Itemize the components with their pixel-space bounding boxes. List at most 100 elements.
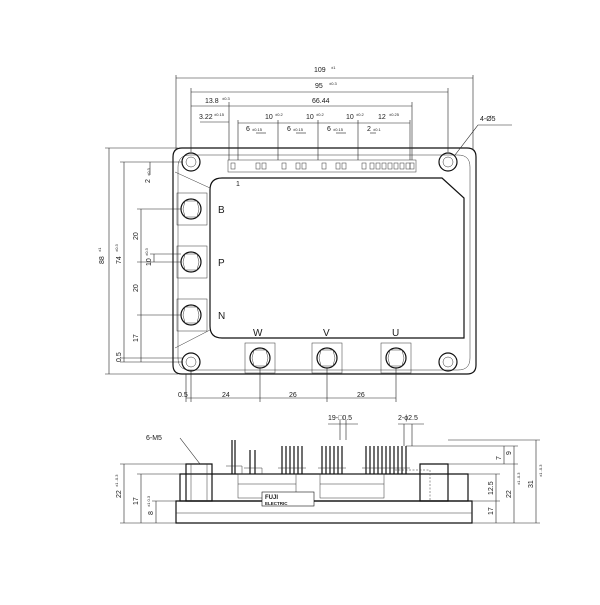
label-screw: 6-M5: [146, 435, 162, 442]
dim-lines-bottom: [185, 368, 397, 402]
dim-pin-pitch-4-tol: ±0.1: [373, 127, 382, 132]
terminal-p: [176, 245, 208, 279]
dim-edge-offset-tol: ±0.3: [146, 167, 151, 176]
dim-side-right-22: 22: [506, 490, 513, 498]
dim-term-bottom: 17: [133, 334, 140, 342]
dim-lines-side-left: [120, 463, 186, 524]
dim-pin-pitch-1-tol: ±0.15: [252, 127, 263, 132]
lid-outline: [209, 177, 465, 339]
label-mount-holes: 4-Ø5: [480, 116, 496, 123]
dim-group-pitch-2: 10: [306, 114, 314, 121]
dim-side-right-31: 31: [528, 480, 535, 488]
dim-overall-height: 88: [99, 256, 106, 264]
dim-lines-top: [175, 75, 474, 160]
dim-hole-vpitch: 74: [116, 256, 123, 264]
svg-text:FUJI: FUJI: [265, 495, 278, 501]
dim-group-pitch-4-tol: ±0.25: [389, 112, 400, 117]
dim-term-pitch-1: 20: [133, 232, 140, 240]
dim-pin-pitch-3-tol: ±0.15: [333, 127, 344, 132]
dim-pin-start-tol: ±0.15: [214, 112, 225, 117]
top-view: 1 B P N: [97, 65, 512, 402]
dim-overall-width-tol: ±1: [331, 65, 336, 70]
dim-lines-side-right: [406, 439, 540, 524]
terminal-label-p: P: [218, 258, 225, 269]
side-housings: [237, 473, 385, 499]
side-pin-shoulders: [226, 465, 410, 474]
lid-notch-top: [174, 171, 211, 349]
pin1-label: 1: [236, 181, 240, 188]
dim-group-pitch-1: 10: [265, 114, 273, 121]
dim-side-left-height-tol: ±1 -0.3: [114, 474, 119, 487]
side-nut-block-left: [185, 463, 213, 502]
module-inner-outline: [177, 154, 471, 371]
dim-side-small: 8: [148, 511, 155, 515]
dim-base-offset: 0.5: [116, 352, 123, 362]
leader-pin-count: [328, 420, 358, 440]
mount-hole-tr: [438, 152, 458, 172]
dim-pin-pitch-4: 2: [367, 126, 371, 133]
terminal-b: [176, 192, 208, 226]
leader-pin-dia: [398, 423, 424, 446]
dim-hole-pitch: 95: [315, 83, 323, 90]
label-pin-count: 19-□0.5: [328, 415, 352, 422]
dim-pin-pitch-3: 6: [327, 126, 331, 133]
dim-group-pitch-3: 10: [346, 114, 354, 121]
dim-h-pitch-3: 26: [357, 392, 365, 399]
dim-side-small-tol: ±1 0.3: [146, 495, 151, 507]
dim-side-right-7: 7: [496, 456, 503, 460]
dim-side-right-17: 17: [488, 507, 495, 515]
terminal-label-b: B: [218, 205, 225, 216]
dim-h-pitch-1: 24: [222, 392, 230, 399]
dim-overall-width: 109: [314, 67, 326, 74]
dim-pin-offset: 13.8: [205, 98, 219, 105]
dim-pin-pitch-2: 6: [287, 126, 291, 133]
module-outline: [172, 147, 477, 375]
mount-hole-br: [438, 352, 458, 372]
dim-hole-vpitch-tol: ±0.3: [114, 243, 119, 252]
side-view: FUJI ELECTRIC 19-□0.5 2-ϕ2.5 6-M5 22 ±1 …: [114, 415, 543, 524]
terminal-label-w: W: [253, 328, 263, 339]
label-pin-dia: 2-ϕ2.5: [398, 415, 418, 422]
dim-group-pitch-3-tol: ±0.2: [356, 112, 365, 117]
side-case: [179, 473, 469, 502]
dim-pin-pitch-2-tol: ±0.15: [293, 127, 304, 132]
dim-group-pitch-4: 12: [378, 114, 386, 121]
side-nut-lines-left: [190, 464, 208, 501]
side-nut-block-right: [419, 463, 449, 502]
dim-h-pitch-2: 26: [289, 392, 297, 399]
dim-side-right-22-tol: ±1 -0.3: [516, 472, 521, 485]
terminal-label-v: V: [323, 328, 330, 339]
dim-hole-pitch-tol: ±0.3: [329, 81, 338, 86]
terminal-label-n: N: [218, 311, 225, 322]
dim-side-right-31-tol: ±1 -0.3: [538, 464, 543, 477]
dim-pin-start: 3.22: [199, 114, 213, 121]
dim-term-pitch-2: 20: [133, 284, 140, 292]
dim-term-center-tol: ±0.3: [144, 247, 149, 256]
dim-group-pitch-1-tol: ±0.2: [275, 112, 284, 117]
dim-overall-height-tol: ±1: [97, 247, 102, 252]
dim-pin-offset-tol: ±0.3: [222, 96, 231, 101]
dim-side-right-9: 9: [506, 451, 513, 455]
mount-hole-bl: [181, 352, 201, 372]
dim-edge-offset: 2: [145, 179, 152, 183]
dim-pin-pitch-1: 6: [246, 126, 250, 133]
control-pin-row: [227, 159, 417, 173]
side-hidden-right: [395, 469, 431, 501]
svg-text:ELECTRIC: ELECTRIC: [265, 501, 288, 506]
terminal-label-u: U: [392, 328, 399, 339]
dim-pin-span: 66.44: [312, 98, 330, 105]
side-control-pins: [231, 440, 407, 474]
mount-hole-tl: [181, 152, 201, 172]
fuji-electric-logo: FUJI ELECTRIC: [261, 491, 315, 507]
dim-side-left-height: 22: [116, 490, 123, 498]
dim-lines-left: [105, 147, 183, 375]
side-base: [175, 500, 473, 524]
leader-mount-holes: [454, 124, 512, 156]
leader-screw: [179, 437, 201, 465]
dim-term-center: 10: [146, 258, 153, 266]
dim-bottom-offset: 0.5: [178, 392, 188, 399]
dim-side-left-base: 17: [133, 497, 140, 505]
dim-side-right-12-5: 12.5: [488, 481, 495, 495]
